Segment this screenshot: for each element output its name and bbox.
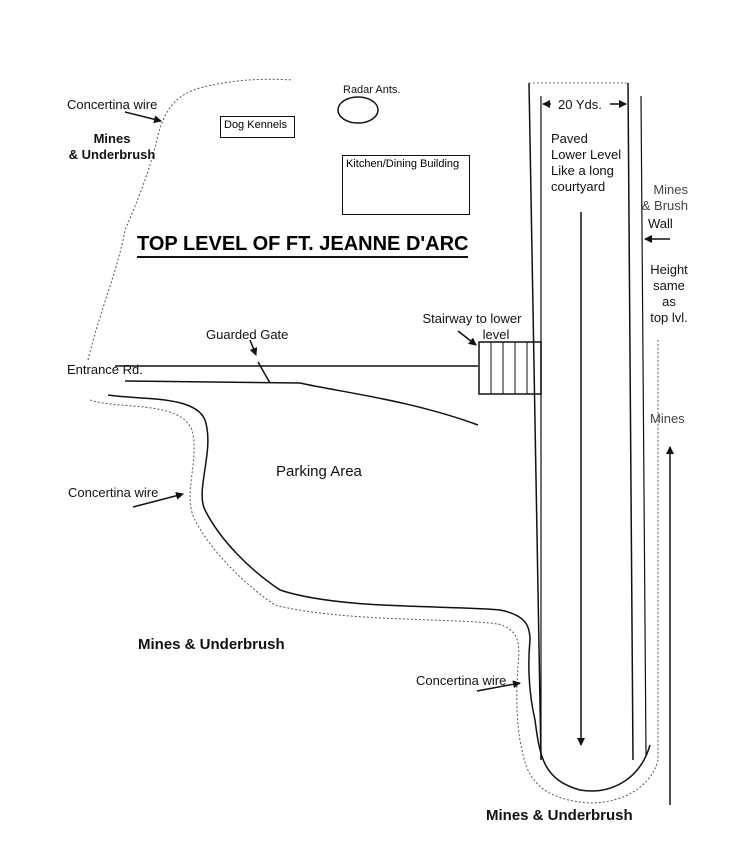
height-line: Height: [650, 262, 688, 277]
gate-bar: [257, 361, 271, 384]
wall-label: Wall: [648, 216, 673, 231]
stairway: [478, 341, 542, 395]
height-label: Height same as top lvl.: [644, 262, 694, 326]
lower-level-line: Like a long: [551, 163, 614, 178]
mines-label-right: Mines: [650, 411, 685, 426]
height-line: same: [653, 278, 685, 293]
lower-level-line: Lower Level: [551, 147, 622, 162]
stairway-label-line2: level: [482, 327, 510, 342]
height-line: as: [662, 294, 676, 309]
arrow-stairway: [457, 330, 477, 346]
underbrush-label: & Underbrush: [68, 147, 156, 162]
entrance-road-label: Entrance Rd.: [67, 362, 143, 377]
lower-level-line: courtyard: [551, 179, 606, 194]
entrance-road-bottom: [124, 380, 479, 426]
mines-underbrush-label-bottom: Mines & Underbrush: [486, 807, 633, 824]
mines-underbrush-label-mid: Mines & Underbrush: [138, 636, 285, 653]
height-line: top lvl.: [650, 310, 688, 325]
diagram-title: TOP LEVEL OF FT. JEANNE D'ARC: [137, 233, 469, 258]
stairway-label: Stairway to lower level: [412, 311, 532, 343]
concertina-wire-label-top: Concertina wire: [67, 97, 158, 112]
arrow-guarded-gate: [249, 339, 258, 356]
courtyard-wall-right: [627, 82, 634, 761]
radar-antenna: [337, 96, 379, 124]
parking-area-label: Parking Area: [276, 463, 362, 480]
mines-brush-line1: Mines: [653, 182, 688, 197]
mines-label: Mines: [93, 131, 131, 146]
concertina-wire-dotted: [89, 340, 659, 804]
kitchen-dining-box: Kitchen/Dining Building: [342, 155, 470, 215]
lower-level-description: Paved Lower Level Like a long courtyard: [551, 131, 621, 195]
dog-kennels-box: Dog Kennels: [220, 116, 295, 138]
mines-underbrush-label-top: Mines & Underbrush: [67, 131, 157, 163]
concertina-wire-solid: [107, 394, 651, 792]
mines-brush-line2: & Brush: [641, 198, 688, 213]
arrow-concertina-top: [124, 111, 162, 124]
radar-label: Radar Ants.: [343, 84, 401, 96]
width-label: 20 Yds.: [558, 97, 602, 112]
courtyard-wall-right-2: [640, 95, 647, 756]
guarded-gate-label: Guarded Gate: [206, 327, 289, 342]
concertina-wire-label-mid: Concertina wire: [68, 485, 159, 500]
mines-brush-label: Mines & Brush: [640, 182, 688, 214]
arrow-concertina-mid: [132, 491, 184, 508]
courtyard-wall-left: [528, 82, 542, 761]
arrow-concertina-bottom: [476, 680, 521, 692]
concertina-wire-label-bottom: Concertina wire: [416, 673, 507, 688]
stairway-label-line1: Stairway to lower: [422, 311, 522, 326]
lower-level-line: Paved: [551, 131, 588, 146]
